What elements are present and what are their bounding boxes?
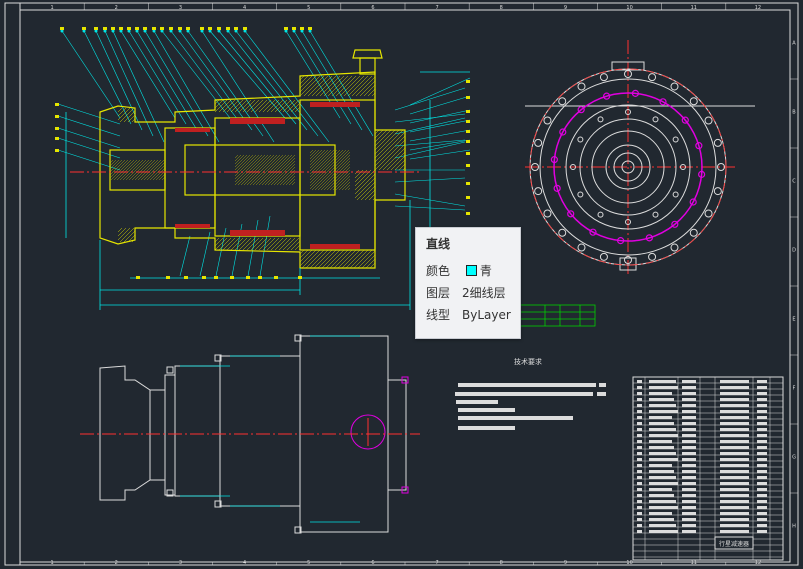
column-mark: 1 bbox=[50, 5, 53, 11]
part-callout-numbers bbox=[55, 27, 470, 279]
column-mark: 10 bbox=[626, 5, 632, 11]
column-mark: 7 bbox=[435, 560, 438, 566]
color-swatch-icon bbox=[465, 265, 477, 276]
column-mark: 5 bbox=[307, 5, 310, 11]
tooltip-row-layer: 图层 2细线层 bbox=[426, 282, 520, 304]
title-block-name-box bbox=[714, 536, 754, 550]
column-mark: 9 bbox=[564, 560, 567, 566]
column-mark: 2 bbox=[115, 560, 118, 566]
column-mark: 9 bbox=[564, 5, 567, 11]
tech-req-lines bbox=[455, 383, 606, 430]
outer-bolt-holes bbox=[531, 70, 725, 264]
column-mark: 4 bbox=[243, 560, 246, 566]
tooltip-value: 青 bbox=[479, 264, 492, 278]
outer-pitch-circle bbox=[529, 68, 727, 266]
row-mark: F bbox=[793, 386, 796, 392]
column-mark: 6 bbox=[371, 560, 374, 566]
tooltip-row-color: 颜色 青 bbox=[426, 260, 520, 282]
row-mark: H bbox=[792, 524, 796, 530]
column-mark: 7 bbox=[435, 5, 438, 11]
technical-requirements[interactable]: 技术要求 bbox=[455, 357, 606, 430]
column-mark: 10 bbox=[626, 560, 632, 566]
column-mark: 6 bbox=[371, 5, 374, 11]
column-mark: 5 bbox=[307, 560, 310, 566]
column-mark: 12 bbox=[755, 560, 761, 566]
column-mark: 2 bbox=[115, 5, 118, 11]
column-mark: 3 bbox=[179, 5, 182, 11]
tech-req-title: 技术要求 bbox=[514, 357, 542, 366]
end-view[interactable] bbox=[525, 40, 755, 275]
tooltip-key: 图层 bbox=[426, 286, 451, 300]
column-mark: 12 bbox=[755, 5, 761, 11]
property-tooltip: 直线 颜色 青 图层 2细线层 线型 ByLayer bbox=[415, 227, 521, 339]
column-mark: 8 bbox=[500, 560, 503, 566]
column-mark: 3 bbox=[179, 560, 182, 566]
magenta-bolt-holes bbox=[550, 89, 706, 245]
tooltip-value: ByLayer bbox=[462, 308, 511, 322]
bolt-circle bbox=[553, 92, 703, 242]
tooltip-key: 颜色 bbox=[426, 264, 451, 278]
row-mark: C bbox=[792, 179, 796, 185]
row-mark: B bbox=[792, 110, 796, 116]
parts-list-table[interactable]: 行星减速器 bbox=[632, 376, 784, 561]
title-block-name: 行星减速器 bbox=[719, 540, 749, 548]
section-view[interactable] bbox=[55, 27, 471, 310]
section-hatching bbox=[109, 75, 406, 269]
side-view-bolts bbox=[166, 334, 409, 534]
row-mark: G bbox=[792, 455, 796, 461]
column-mark: 11 bbox=[691, 5, 697, 11]
row-mark: D bbox=[792, 248, 796, 254]
tooltip-value: 2细线层 bbox=[462, 286, 506, 300]
column-mark: 4 bbox=[243, 5, 246, 11]
section-dimensions bbox=[65, 71, 470, 310]
column-mark: 1 bbox=[50, 560, 53, 566]
column-mark: 8 bbox=[500, 5, 503, 11]
part-leader-lines bbox=[57, 29, 471, 277]
column-mark: 11 bbox=[691, 560, 697, 566]
frame-row-marks: A B C D E F G H bbox=[790, 41, 798, 530]
tooltip-key: 线型 bbox=[426, 308, 451, 322]
sheet-outer-frame bbox=[4, 2, 799, 566]
tooltip-title: 直线 bbox=[426, 237, 451, 251]
side-view[interactable] bbox=[80, 334, 420, 534]
inner-holes bbox=[570, 109, 686, 225]
row-mark: A bbox=[792, 41, 796, 47]
tooltip-row-linetype: 线型 ByLayer bbox=[426, 304, 520, 326]
row-mark: E bbox=[792, 317, 795, 323]
parameter-table[interactable] bbox=[519, 304, 596, 327]
gear-teeth bbox=[175, 102, 360, 249]
